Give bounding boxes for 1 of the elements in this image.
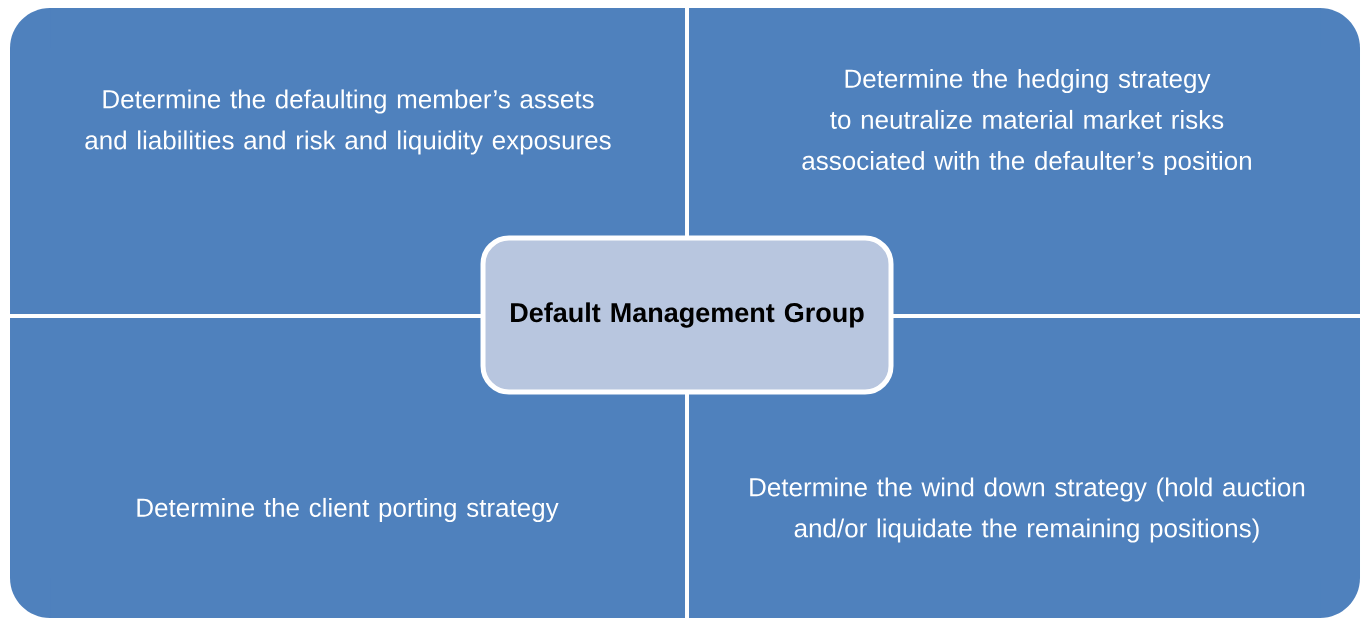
center-box: Default Management Group bbox=[480, 235, 894, 395]
